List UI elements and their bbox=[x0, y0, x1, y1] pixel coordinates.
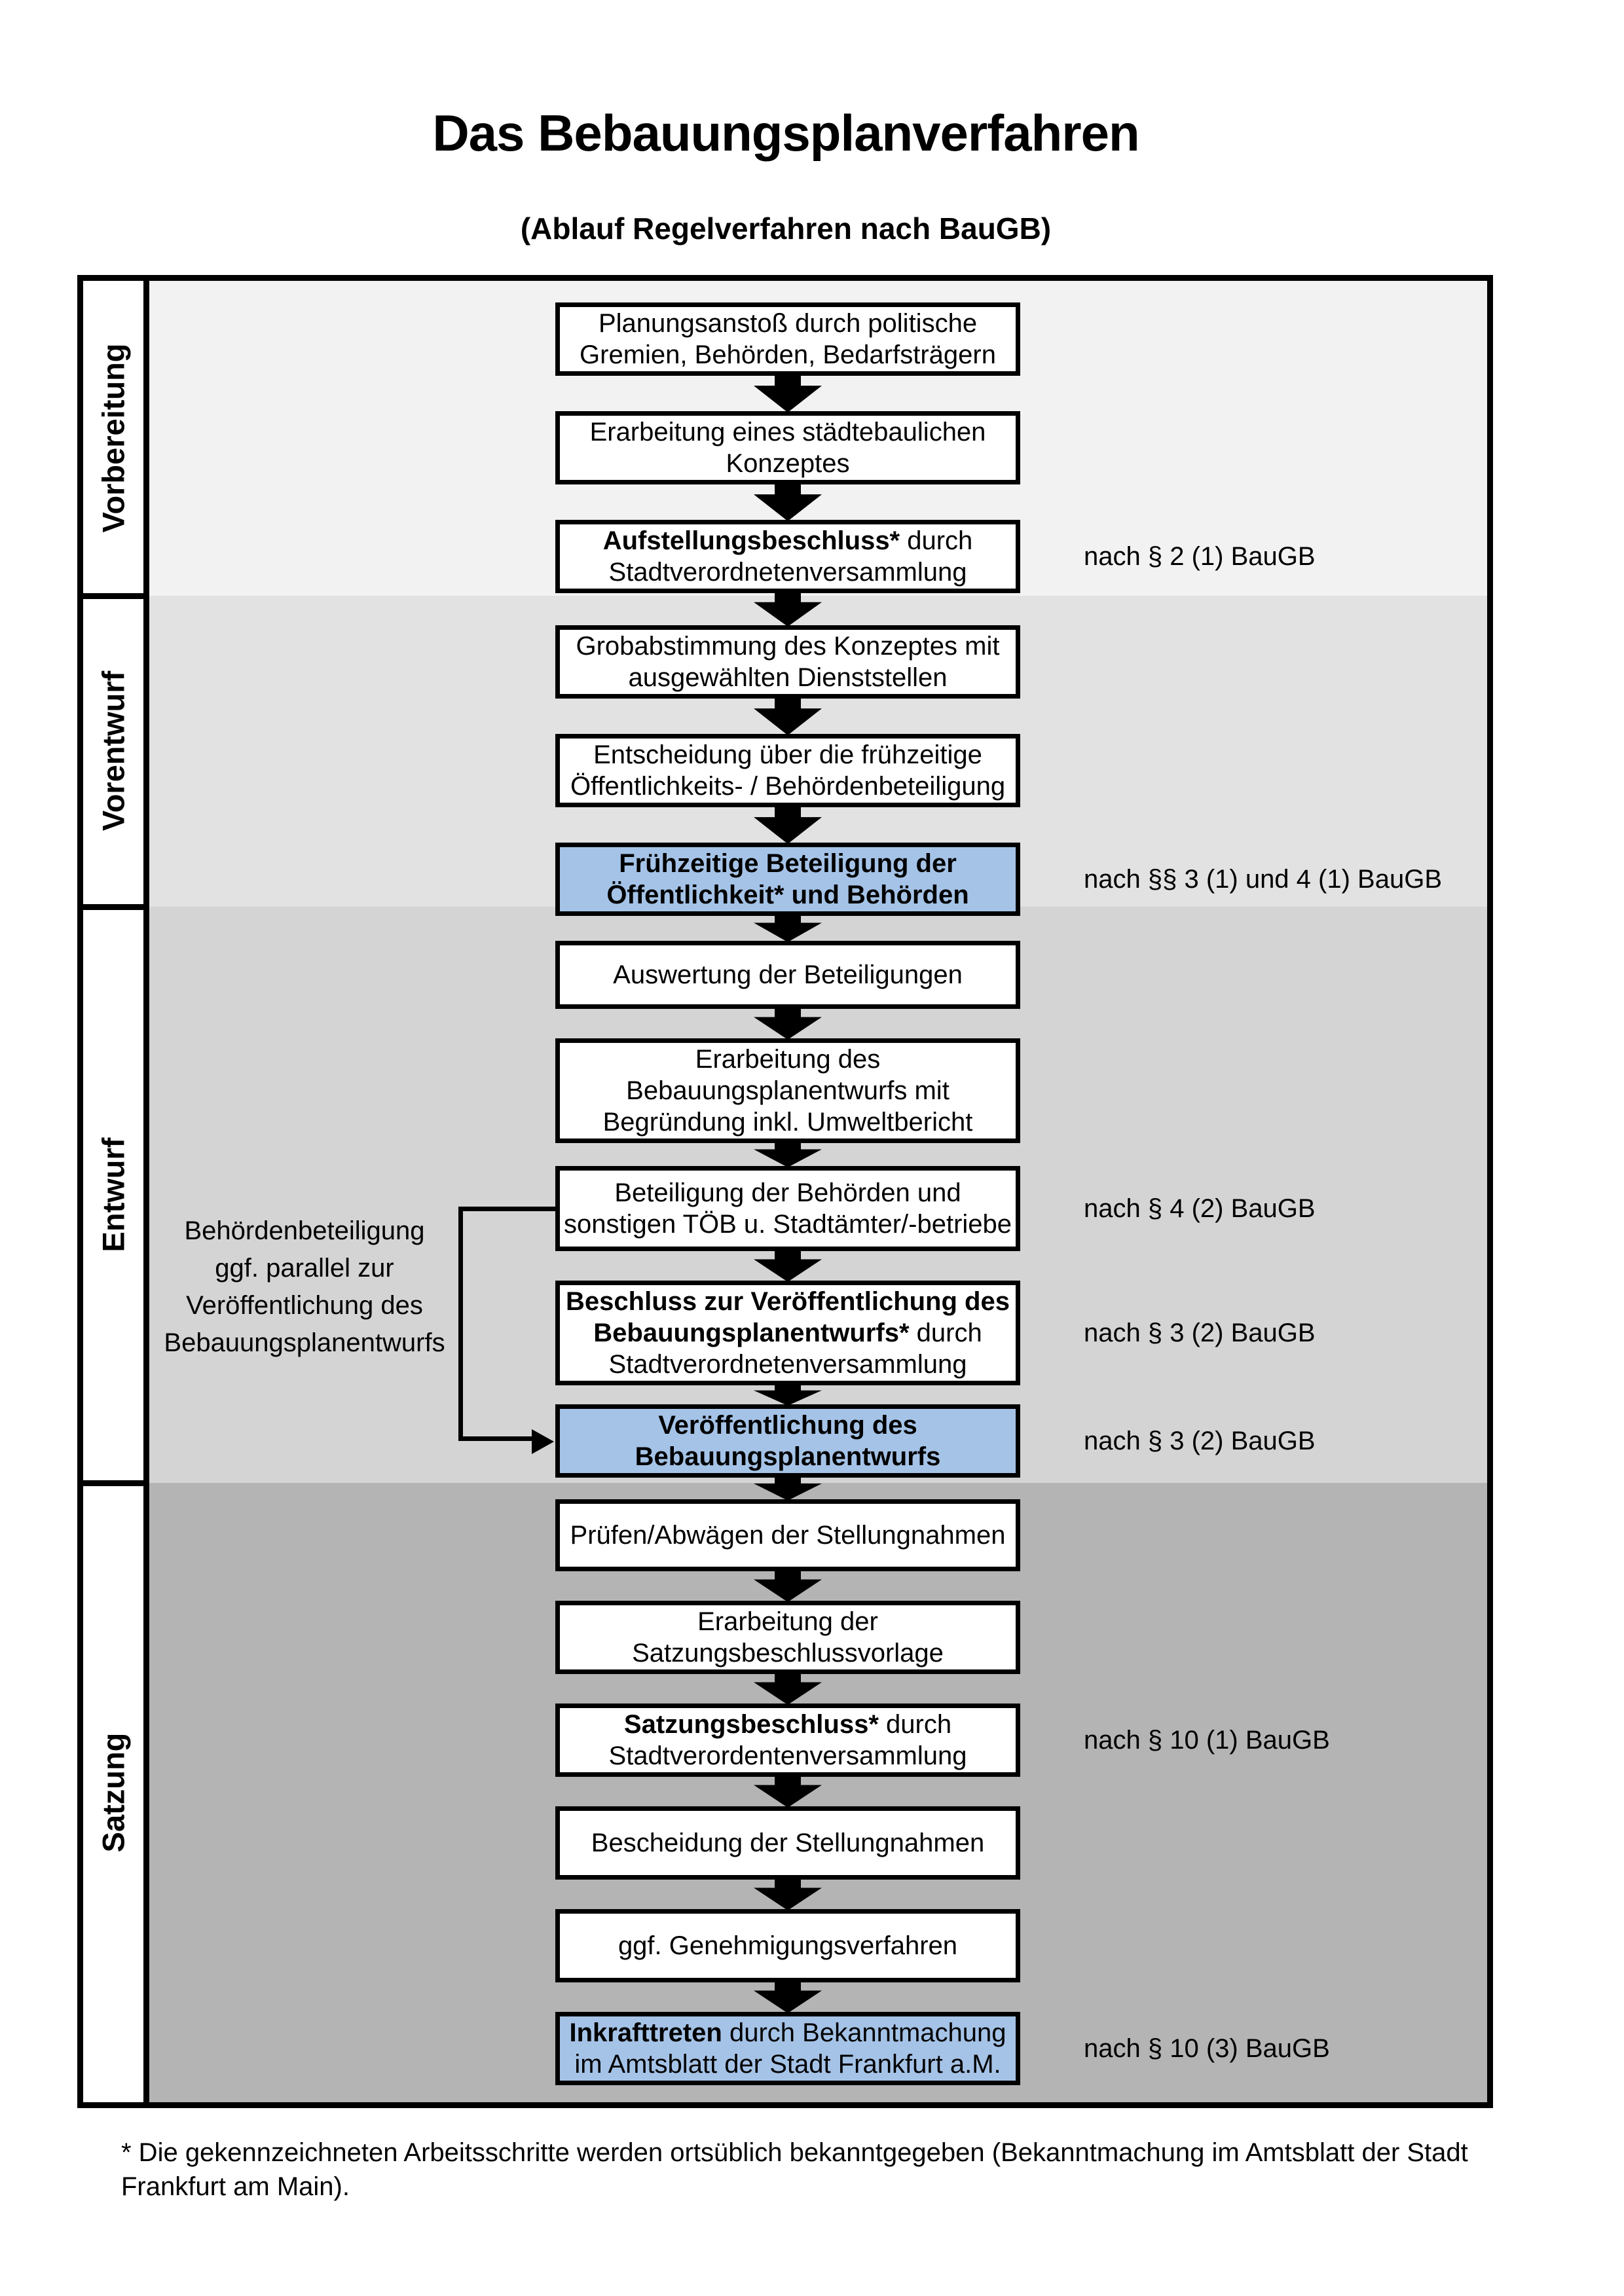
flow-down-arrow-icon bbox=[754, 1878, 822, 1910]
flow-box-line: Satzungsbeschluss* durch bbox=[623, 1710, 952, 1739]
flow-box-12: Prüfen/Abwägen der Stellungnahmen bbox=[555, 1499, 1020, 1571]
flow-box-line: Öffentlichkeits- / Behördenbeteiligung bbox=[570, 772, 1006, 801]
flow-box-line: Satzungsbeschlussvorlage bbox=[632, 1639, 944, 1667]
flow-down-arrow-icon bbox=[754, 697, 822, 735]
flow-box-line: Aufstellungsbeschluss* durch bbox=[602, 526, 973, 555]
connector-line-bottom bbox=[458, 1436, 536, 1441]
flow-down-arrow-icon bbox=[754, 483, 822, 521]
section-band-satzung bbox=[149, 1483, 1488, 2102]
flow-box-line: Stadtverordnetenversammlung bbox=[608, 1350, 967, 1379]
connector-line-vertical bbox=[458, 1207, 463, 1441]
flow-box-line: Beschluss zur Veröffentlichung des bbox=[566, 1287, 1010, 1316]
flow-box-line: Bebauungsplanentwurfs mit bbox=[626, 1076, 950, 1105]
sidebar-divider bbox=[83, 904, 149, 910]
flow-box-line: im Amtsblatt der Stadt Frankfurt a.M. bbox=[574, 2050, 1001, 2079]
sidebar-divider bbox=[83, 593, 149, 599]
connector-line-top bbox=[458, 1207, 555, 1211]
flow-box-line: Gremien, Behörden, Bedarfsträgern bbox=[580, 340, 996, 369]
flow-box-line: Inkrafttreten durch Bekanntmachung bbox=[569, 2018, 1006, 2047]
footnote: * Die gekennzeichneten Arbeitsschritte w… bbox=[121, 2138, 1468, 2201]
sidebar-divider bbox=[83, 1480, 149, 1486]
page-title: Das Bebauungsplanverfahren bbox=[432, 104, 1139, 162]
flow-box-line: Öffentlichkeit* und Behörden bbox=[606, 881, 969, 909]
phase-sidebar bbox=[83, 281, 143, 2102]
flow-box-line: Erarbeitung der bbox=[697, 1607, 878, 1636]
flow-box-line: Prüfen/Abwägen der Stellungnahmen bbox=[570, 1521, 1006, 1550]
flow-box-9: Beteiligung der Behörden und sonstigen TÖ… bbox=[555, 1166, 1020, 1251]
flow-box-line: Planungsanstoß durch politische bbox=[598, 309, 978, 338]
diagram-frame bbox=[77, 275, 1493, 2108]
flow-down-arrow-icon bbox=[754, 806, 822, 844]
sidebar-separator-line bbox=[143, 281, 149, 2102]
flow-down-arrow-icon bbox=[754, 1384, 822, 1406]
flow-down-arrow-icon bbox=[754, 1981, 822, 2013]
flow-down-arrow-icon bbox=[754, 1570, 822, 1602]
flow-down-arrow-icon bbox=[754, 1008, 822, 1040]
flow-box-line: Bebauungsplanentwurfs* durch bbox=[593, 1319, 982, 1347]
flow-box-line: Erarbeitung eines städtebaulichen bbox=[589, 418, 986, 446]
flow-down-arrow-icon bbox=[754, 1142, 822, 1167]
flow-box-7: Auswertung der Beteiligungen bbox=[555, 941, 1020, 1009]
flow-down-arrow-icon bbox=[754, 592, 822, 627]
law-reference: nach § 10 (1) BauGB bbox=[1084, 1726, 1330, 1755]
law-reference: nach §§ 3 (1) und 4 (1) BauGB bbox=[1084, 865, 1442, 894]
flow-down-arrow-icon bbox=[754, 915, 822, 942]
flow-down-arrow-icon bbox=[754, 1673, 822, 1705]
flow-box-line: Frühzeitige Beteiligung der bbox=[619, 849, 957, 878]
page-subtitle: (Ablauf Regelverfahren nach BauGB) bbox=[520, 211, 1052, 246]
flow-down-arrow-icon bbox=[754, 374, 822, 412]
flow-box-line: Auswertung der Beteiligungen bbox=[613, 960, 963, 989]
flow-down-arrow-icon bbox=[754, 1776, 822, 1808]
law-reference: nach § 2 (1) BauGB bbox=[1084, 542, 1316, 571]
flow-box-line: ausgewählten Dienststellen bbox=[628, 663, 948, 692]
law-reference: nach § 4 (2) BauGB bbox=[1084, 1194, 1316, 1223]
flow-box-line: Entscheidung über die frühzeitige bbox=[593, 740, 982, 769]
flow-box-line: ggf. Genehmigungsverfahren bbox=[618, 1931, 958, 1960]
flow-box-line: Bebauungsplanentwurfs bbox=[635, 1442, 941, 1471]
flow-box-line: Grobabstimmung des Konzeptes mit bbox=[576, 632, 1000, 661]
flow-box-16: ggf. Genehmigungsverfahren bbox=[555, 1909, 1020, 1982]
flow-box-line: Stadtverordnetenversammlung bbox=[608, 558, 967, 587]
flow-box-15: Bescheidung der Stellungnahmen bbox=[555, 1806, 1020, 1880]
law-reference: nach § 10 (3) BauGB bbox=[1084, 2034, 1330, 2063]
flow-box-line: sonstigen TÖB u. Stadtämter/-betriebe bbox=[563, 1210, 1012, 1239]
flow-box-line: Bescheidung der Stellungnahmen bbox=[591, 1829, 985, 1857]
flow-box-line: Stadtverordentenversammlung bbox=[608, 1741, 967, 1770]
law-reference: nach § 3 (2) BauGB bbox=[1084, 1427, 1316, 1455]
flow-box-line: Konzeptes bbox=[726, 449, 850, 478]
flow-box-line: Erarbeitung des bbox=[695, 1045, 881, 1074]
connector-arrowhead-icon bbox=[532, 1429, 554, 1454]
side-note: Behördenbeteiligung ggf. parallel zur Ve… bbox=[164, 1216, 445, 1357]
flow-box-line: Veröffentlichung des bbox=[658, 1411, 917, 1440]
flow-box-17: Inkrafttreten durch Bekanntmachung im Amt… bbox=[555, 2012, 1020, 2085]
flow-down-arrow-icon bbox=[754, 1476, 822, 1501]
flow-down-arrow-icon bbox=[754, 1250, 822, 1282]
flow-box-line: Begründung inkl. Umweltbericht bbox=[602, 1108, 973, 1137]
flow-box-line: Beteiligung der Behörden und bbox=[614, 1178, 961, 1207]
law-reference: nach § 3 (2) BauGB bbox=[1084, 1319, 1316, 1347]
